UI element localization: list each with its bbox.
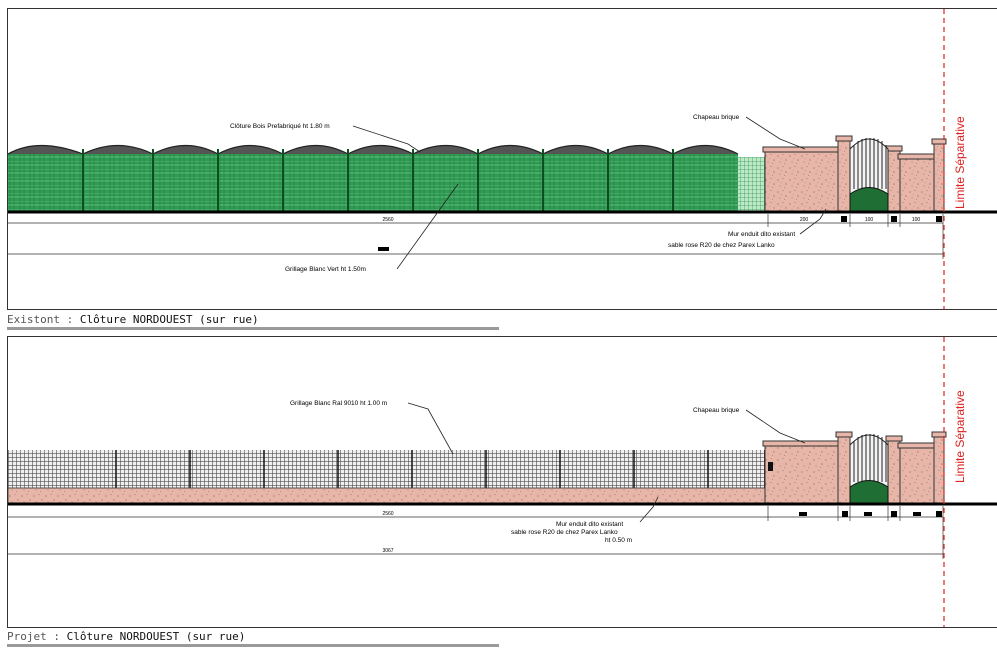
dark-mesh-fence	[8, 450, 765, 488]
low-wall	[7, 487, 766, 505]
pillar-markers	[841, 216, 942, 222]
existing-elevation-panel: 2560 200 100 30 100 Clôture Bois Prefabr…	[7, 8, 997, 310]
dimension-lines	[8, 506, 944, 559]
gate	[849, 434, 889, 505]
label-wall-line1: Mur enduit dito existant	[728, 231, 795, 238]
project-elevation-drawing: 2560 3067 Grillage Blanc Ral 9010 ht 1.0…	[7, 337, 997, 627]
existing-caption-prefix: Existont :	[7, 313, 74, 326]
project-caption-title: Clôture NORDOUEST (sur rue)	[66, 630, 246, 643]
label-cap: Chapeau brique	[693, 407, 740, 414]
project-caption-prefix: Projet :	[7, 630, 60, 643]
dim-overall: 3067	[382, 548, 393, 554]
label-wood-fence: Clôture Bois Prefabriqué ht 1.80 m	[230, 123, 330, 130]
dim-pillar: 30	[891, 217, 897, 223]
project-caption: Projet : Clôture NORDOUEST (sur rue)	[7, 630, 245, 643]
gate	[849, 138, 889, 213]
label-limit: Limite Séparative	[953, 390, 967, 483]
dim-wall: 200	[800, 217, 809, 223]
dim-total: 2560	[382, 217, 393, 223]
leader-lines	[352, 116, 827, 270]
label-wall-line2: sable rose R20 de chez Parex Lanko	[511, 529, 618, 536]
brick-wall	[762, 431, 947, 505]
leader-lines	[407, 402, 806, 523]
wood-fence	[7, 145, 768, 212]
brick-wall	[762, 135, 947, 213]
dim-total: 2560	[382, 511, 393, 517]
dim-gate: 100	[865, 217, 874, 223]
dimension-lines	[8, 214, 944, 259]
label-mesh: Grillage Blanc Ral 9010 ht 1.00 m	[290, 400, 387, 407]
label-cap: Chapeau brique	[693, 114, 740, 121]
dim-end: 100	[912, 217, 921, 223]
existing-caption: Existont : Clôture NORDOUEST (sur rue)	[7, 313, 259, 326]
existing-caption-rule	[7, 327, 499, 330]
existing-elevation-drawing: 2560 200 100 30 100 Clôture Bois Prefabr…	[7, 9, 997, 309]
dimension-markers	[799, 511, 942, 517]
scale-marker	[378, 247, 389, 251]
existing-caption-title: Clôture NORDOUEST (sur rue)	[79, 313, 259, 326]
project-caption-rule	[7, 644, 499, 647]
label-green-mesh: Grillage Blanc Vert ht 1.50m	[285, 266, 366, 273]
project-elevation-panel: 2560 3067 Grillage Blanc Ral 9010 ht 1.0…	[7, 336, 997, 628]
label-limit: Limite Séparative	[953, 116, 967, 209]
label-wall-line2: sable rose R20 de chez Parex Lanko	[668, 242, 775, 249]
label-wall-line1: Mur enduit dito existant	[556, 521, 623, 528]
label-wall-line3: ht 0.50 m	[605, 537, 632, 544]
